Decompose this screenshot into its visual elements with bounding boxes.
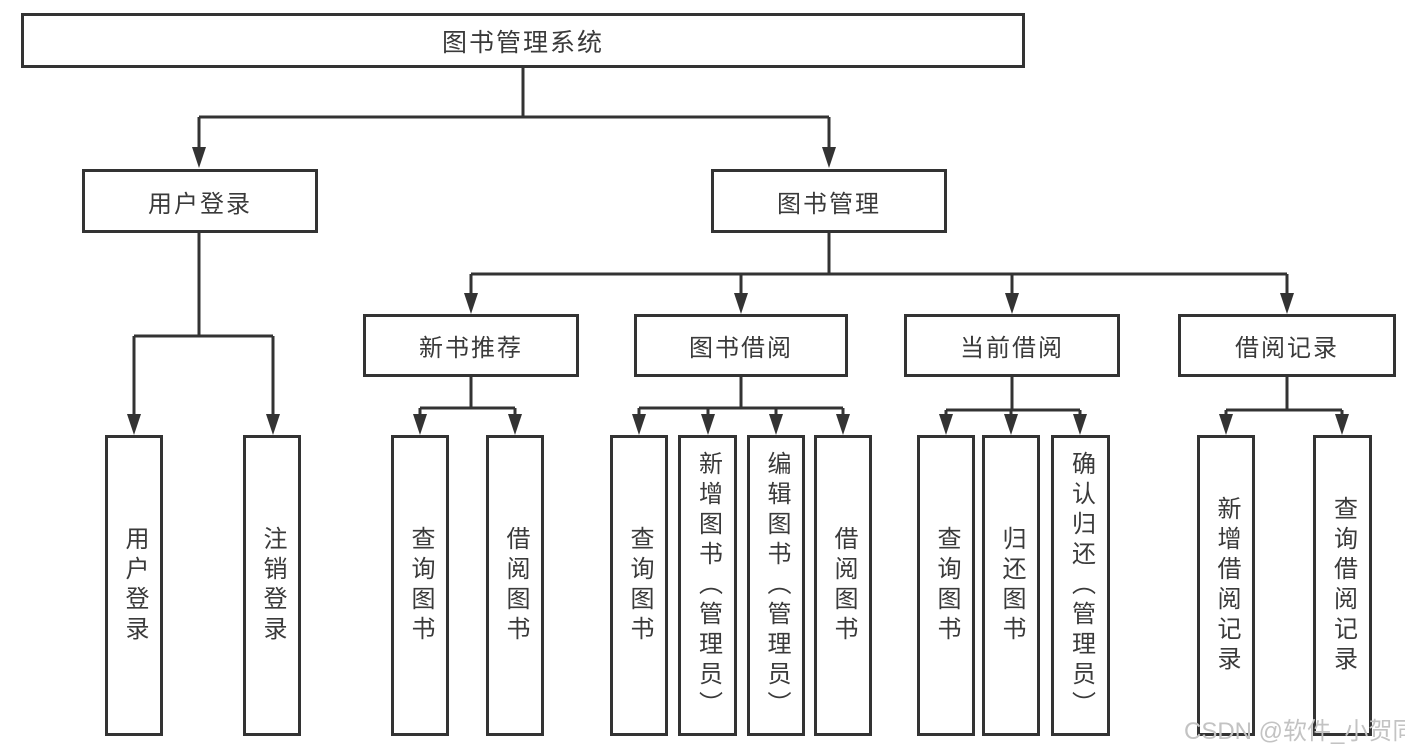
arrowhead (464, 293, 478, 314)
node-label: 查询图书 (407, 525, 434, 646)
node-label: 查询图书 (933, 525, 960, 646)
leaf-borrow-books: 借阅图书 (814, 435, 872, 736)
arrowhead (1073, 414, 1087, 435)
node-label: 借阅记录 (1235, 335, 1339, 362)
arrowhead (192, 147, 206, 168)
node-label: 图书管理 (777, 190, 881, 218)
node-label: 借阅图书 (830, 525, 857, 646)
arrowhead (734, 293, 748, 314)
arrowhead (939, 414, 953, 435)
connector-book-management-to-level3 (469, 233, 1289, 294)
node-library-management-system: 图书管理系统 (21, 13, 1025, 68)
node-label: 确认归还（管理员） (1067, 450, 1095, 721)
connector-book-borrow-to-leaves (637, 377, 845, 415)
arrowhead (1004, 414, 1018, 435)
leaf-borrow-books-recommend: 借阅图书 (486, 435, 544, 736)
leaf-query-books-recommend: 查询图书 (391, 435, 449, 736)
arrowhead (266, 414, 280, 435)
node-book-borrowing: 图书借阅 (634, 314, 848, 377)
connector-paths (132, 68, 1344, 415)
arrowhead (1335, 414, 1349, 435)
csdn-watermark: CSDN @软件_小贺同学 (1184, 718, 1405, 745)
node-current-borrowing: 当前借阅 (904, 314, 1120, 377)
node-new-book-recommendation: 新书推荐 (363, 314, 579, 377)
connector-user-login-to-leaves (132, 233, 275, 415)
leaf-add-book-admin: 新增图书（管理员） (678, 435, 737, 736)
node-user-login: 用户登录 (82, 169, 318, 233)
connector-borrow-records-to-leaves (1224, 377, 1344, 415)
leaf-user-login: 用户登录 (105, 435, 163, 736)
leaf-return-book: 归还图书 (982, 435, 1040, 736)
node-label: 编辑图书（管理员） (763, 450, 790, 721)
node-label: 新增借阅记录 (1213, 495, 1240, 676)
arrowhead (508, 414, 522, 435)
leaf-add-borrow-record: 新增借阅记录 (1197, 435, 1255, 736)
node-book-management: 图书管理 (711, 169, 947, 233)
node-label: 查询图书 (626, 525, 653, 646)
arrowhead (127, 414, 141, 435)
leaf-query-books-current: 查询图书 (917, 435, 975, 736)
arrowheads (127, 147, 1349, 435)
node-label: 用户登录 (148, 190, 252, 218)
arrowhead (413, 414, 427, 435)
node-label: 当前借阅 (960, 335, 1064, 362)
leaf-query-books-borrow: 查询图书 (610, 435, 668, 736)
arrowhead (822, 147, 836, 168)
node-borrowing-records: 借阅记录 (1178, 314, 1396, 377)
arrowhead (1280, 293, 1294, 314)
node-label: 新增图书（管理员） (694, 450, 722, 721)
node-label: 图书管理系统 (441, 28, 604, 57)
connector-new-book-to-leaves (418, 377, 517, 415)
leaf-edit-book-admin: 编辑图书（管理员） (747, 435, 805, 736)
connector-current-borrow-to-leaves (944, 377, 1082, 415)
arrowhead (1005, 293, 1019, 314)
node-label: 用户登录 (121, 525, 148, 646)
connector-root-to-level2 (197, 68, 831, 148)
arrowhead (701, 414, 715, 435)
node-label: 注销登录 (259, 525, 286, 646)
arrowhead (836, 414, 850, 435)
node-label: 图书借阅 (689, 335, 793, 362)
arrowhead (769, 414, 783, 435)
node-label: 借阅图书 (502, 525, 529, 646)
arrowhead (1219, 414, 1233, 435)
node-label: 归还图书 (998, 525, 1025, 646)
node-label: 新书推荐 (419, 335, 523, 362)
leaf-confirm-return-admin: 确认归还（管理员） (1051, 435, 1110, 736)
arrowhead (632, 414, 646, 435)
leaf-logout: 注销登录 (243, 435, 301, 736)
node-label: 查询借阅记录 (1329, 495, 1357, 676)
leaf-query-borrow-record: 查询借阅记录 (1313, 435, 1372, 736)
